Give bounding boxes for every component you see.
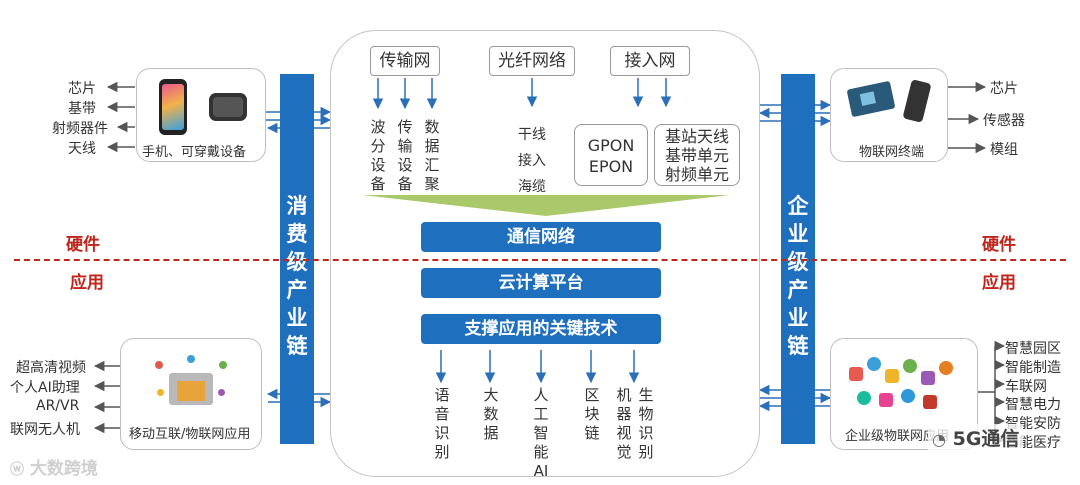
tech-biometrics: 生物识别	[638, 386, 654, 461]
app-icons-cluster	[849, 357, 957, 413]
transport-network-box: 传输网	[370, 46, 440, 76]
item-uhd-video: 超高清视频	[16, 360, 86, 376]
item-rf-device: 射频器件	[52, 121, 108, 137]
access-network-box: 接入网	[610, 46, 690, 76]
item-smart-park: 智慧园区	[1005, 341, 1061, 357]
tech-big-data: 大数据	[483, 386, 499, 442]
item-smart-manufacturing: 智能制造	[1005, 360, 1061, 376]
item-chip: 芯片	[68, 81, 96, 97]
item-module: 模组	[990, 142, 1018, 158]
tech-blockchain: 区块链	[584, 386, 600, 442]
epon-label: EPON	[588, 157, 634, 176]
item-sensor: 传感器	[983, 113, 1025, 129]
smartwatch-icon	[209, 93, 247, 121]
enterprise-app-caption: 企业级物联网应用	[845, 429, 950, 444]
transport-col-2: 传输设备	[397, 118, 413, 193]
watermark-right: ◔ 5G通信	[928, 424, 1024, 451]
fiber-access: 接入	[518, 153, 546, 169]
item-iov: 车联网	[1005, 379, 1047, 395]
consumer-devices-box: 手机、可穿戴设备	[136, 68, 266, 162]
iot-terminal-box: 物联网终端	[830, 68, 948, 162]
app-hub-icon	[155, 355, 227, 411]
app-label-left: 应用	[70, 273, 104, 293]
enterprise-chain-label: 企业级产业链	[787, 194, 809, 358]
app-label-right: 应用	[982, 273, 1016, 293]
unit-antenna: 基站天线	[664, 127, 729, 146]
unit-baseband: 基带单元	[664, 146, 729, 165]
mobile-iot-app-box: 移动互联/物联网应用	[120, 338, 262, 450]
hardware-app-divider	[14, 259, 1066, 261]
layer-key-technologies: 支撑应用的关键技术	[421, 314, 661, 344]
unit-rf: 射频单元	[664, 165, 729, 184]
fiber-trunk: 干线	[518, 127, 546, 143]
item-drone: 联网无人机	[10, 422, 80, 438]
hardware-label-left: 硬件	[66, 235, 100, 255]
gpon-label: GPON	[587, 136, 635, 155]
transport-col-1: 波分设备	[370, 118, 386, 193]
base-station-units-box: 基站天线 基带单元 射频单元	[654, 124, 740, 186]
iot-terminal-caption: 物联网终端	[859, 145, 925, 160]
watermark-left: ⓦ 大数跨境	[10, 459, 98, 479]
mobile-iot-caption: 移动互联/物联网应用	[129, 427, 251, 442]
devices-caption: 手机、可穿戴设备	[142, 145, 247, 160]
layer-cloud-platform: 云计算平台	[421, 268, 661, 298]
tech-speech-recognition: 语音识别	[434, 386, 450, 461]
funnel-arrow	[362, 195, 730, 216]
item-antenna: 天线	[68, 141, 96, 157]
layer-communication-network: 通信网络	[421, 222, 661, 252]
item-baseband: 基带	[68, 101, 96, 117]
wechat-icon: ◔	[932, 430, 946, 449]
weibo-icon: ⓦ	[10, 462, 24, 478]
item-smart-power: 智慧电力	[1005, 397, 1061, 413]
item-ai-assistant: 个人AI助理	[10, 380, 80, 396]
smartphone-icon	[159, 79, 187, 135]
gpon-epon-box: GPON EPON	[574, 124, 648, 186]
item-chip-right: 芯片	[990, 81, 1018, 97]
hardware-label-right: 硬件	[982, 235, 1016, 255]
consumer-chain-label: 消费级产业链	[286, 194, 308, 358]
tech-machine-vision: 机器视觉	[616, 386, 632, 461]
fiber-network-box: 光纤网络	[489, 46, 575, 76]
fiber-submarine: 海缆	[518, 179, 546, 195]
item-ar-vr: AR/VR	[36, 398, 80, 414]
transport-col-3: 数据汇聚	[424, 118, 440, 193]
